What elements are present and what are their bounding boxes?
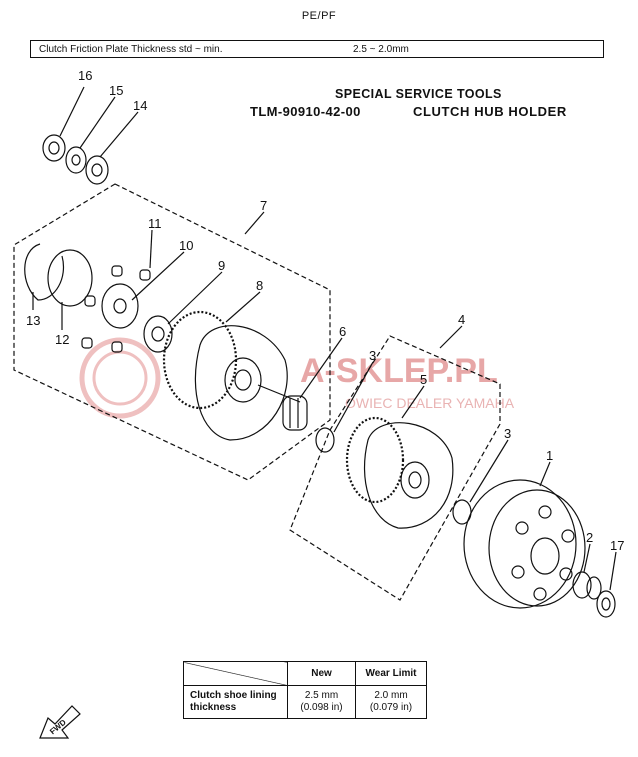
row-label-line1: Clutch shoe lining [190, 690, 277, 701]
new-in: (0.098 in) [300, 702, 343, 713]
callout-17: 17 [610, 538, 624, 553]
cell-new: 2.5 mm (0.098 in) [287, 685, 356, 719]
collar-9 [143, 315, 173, 353]
spec-value: 2.5 ~ 2.0mm [353, 44, 409, 55]
tool-part-number: TLM-90910-42-00 [250, 104, 361, 119]
callout-11: 11 [148, 216, 162, 231]
watermark-subtext: OWIEC DEALER YAMAHA [345, 395, 515, 411]
cell-wear: 2.0 mm (0.079 in) [355, 685, 427, 719]
wear-mm: 2.0 mm [374, 690, 408, 701]
table-row: Clutch shoe lining thickness 2.5 mm (0.0… [183, 685, 427, 719]
callout-1: 1 [546, 448, 553, 463]
row-label-line2: thickness [190, 702, 237, 713]
header-new: New [287, 661, 356, 686]
callout-14: 14 [133, 98, 147, 113]
watermark: A-SKLEP.PL OWIEC DEALER YAMAHA [79, 337, 515, 419]
callout-12: 12 [55, 332, 69, 347]
clutch-housing-1 [463, 479, 586, 609]
washer-3-upper [315, 427, 335, 453]
clutch-carrier-7 [194, 325, 301, 441]
callout-13: 13 [26, 313, 40, 328]
table-header-row: New Wear Limit [183, 661, 427, 686]
washer-15 [65, 146, 87, 174]
nut-16 [42, 134, 66, 162]
spec-bar: Clutch Friction Plate Thickness std ~ mi… [30, 40, 604, 58]
fwd-arrow-icon [39, 705, 81, 739]
callout-2: 2 [586, 530, 593, 545]
callout-7: 7 [260, 198, 267, 213]
spring-5 [345, 416, 405, 504]
callout-4: 4 [458, 312, 465, 327]
clutch-hub-10 [81, 265, 151, 353]
new-mm: 2.5 mm [304, 690, 339, 701]
wear-in: (0.079 in) [369, 702, 413, 713]
row-label: Clutch shoe lining thickness [183, 685, 288, 719]
callout-3-lower: 3 [504, 426, 511, 441]
ring-12 [47, 249, 93, 307]
callout-10: 10 [179, 238, 193, 253]
callout-5: 5 [420, 372, 427, 387]
callout-8: 8 [256, 278, 263, 293]
model-label: PE/PF [301, 10, 337, 22]
service-tools-heading: SPECIAL SERVICE TOOLS [335, 87, 502, 101]
lining-spec-table: New Wear Limit Clutch shoe lining thickn… [183, 661, 427, 719]
circlip-13 [24, 243, 64, 301]
sleeve-2 [572, 571, 602, 600]
callout-16: 16 [78, 68, 92, 83]
spec-label: Clutch Friction Plate Thickness std ~ mi… [39, 44, 223, 55]
leader-lines [32, 86, 617, 591]
table-corner-cell [183, 661, 288, 686]
header-wear-limit: Wear Limit [355, 661, 427, 686]
watermark-text: A-SKLEP.PL [300, 352, 498, 390]
callouts: 16 15 14 7 11 10 9 8 6 3 4 5 3 1 2 17 13… [26, 68, 624, 553]
bearing-6 [282, 395, 308, 431]
callout-9: 9 [218, 258, 225, 273]
callout-15: 15 [109, 83, 123, 98]
washer-17 [596, 590, 616, 618]
clutch-shoe-4 [364, 422, 454, 529]
washer-14 [85, 155, 109, 185]
callout-3-upper: 3 [369, 348, 376, 363]
callout-6: 6 [339, 324, 346, 339]
tool-name: CLUTCH HUB HOLDER [413, 104, 567, 119]
